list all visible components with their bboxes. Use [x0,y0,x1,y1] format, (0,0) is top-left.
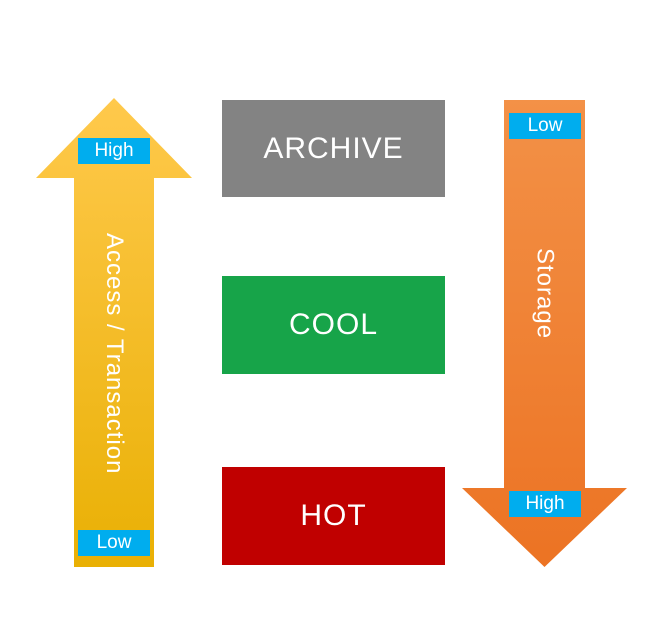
storage-high-badge: High [509,491,581,517]
tier-box-hot: HOT [222,467,445,565]
tier-box-archive: ARCHIVE [222,100,445,197]
storage-low-badge: Low [509,113,581,139]
access-transaction-label: Access / Transaction [101,233,128,475]
access-high-badge: High [78,138,150,164]
tier-box-cool: COOL [222,276,445,374]
storage-label: Storage [531,248,559,340]
access-low-badge: Low [78,530,150,556]
